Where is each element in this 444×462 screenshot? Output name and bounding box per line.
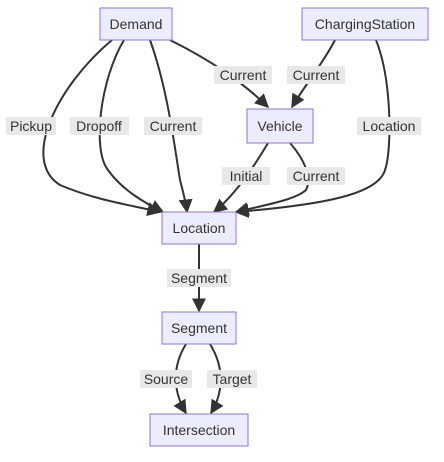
node-demand-label: Demand [110, 16, 163, 32]
edge-label-pickup: Pickup [6, 117, 56, 135]
edge-label-charging-vehicle-current: Current [287, 66, 345, 84]
node-charging-station[interactable]: ChargingStation [301, 7, 429, 41]
edge-label-segment-text: Segment [171, 270, 227, 286]
node-vehicle[interactable]: Vehicle [246, 108, 314, 144]
edge-label-demand-vehicle-current-text: Current [220, 67, 267, 83]
node-segment[interactable]: Segment [161, 311, 237, 345]
edge-label-source: Source [140, 370, 192, 388]
edge-label-pickup-text: Pickup [10, 118, 52, 134]
node-intersection[interactable]: Intersection [149, 413, 249, 447]
edge-demand-location-dropoff [98, 39, 165, 213]
edge-label-demand-location-current: Current [144, 117, 202, 135]
edge-vehicle-location-current [234, 142, 310, 216]
edge-label-charging-vehicle-current-text: Current [293, 67, 340, 83]
edge-label-initial: Initial [222, 167, 270, 185]
edge-charging-location-location [234, 39, 391, 218]
node-charging-station-label: ChargingStation [315, 16, 415, 32]
edge-demand-location-pickup [42, 39, 162, 216]
edge-label-target-text: Target [213, 371, 252, 387]
node-location-label: Location [173, 220, 226, 236]
node-location[interactable]: Location [161, 211, 237, 245]
edge-label-source-text: Source [144, 371, 189, 387]
edge-label-charging-location: Location [357, 117, 421, 135]
edge-label-vehicle-location-current-text: Current [293, 168, 340, 184]
edge-label-segment: Segment [167, 269, 231, 287]
node-intersection-label: Intersection [163, 422, 235, 438]
node-segment-label: Segment [171, 320, 227, 336]
edge-label-demand-vehicle-current: Current [214, 66, 272, 84]
edge-label-initial-text: Initial [230, 168, 263, 184]
node-vehicle-label: Vehicle [257, 118, 302, 134]
edge-demand-location-current [149, 39, 193, 214]
edge-label-dropoff-text: Dropoff [76, 118, 122, 134]
edge-label-vehicle-location-current: Current [287, 167, 345, 185]
node-demand[interactable]: Demand [99, 7, 173, 41]
edge-label-demand-location-current-text: Current [150, 118, 197, 134]
edge-label-charging-location-text: Location [363, 118, 416, 134]
edge-label-dropoff: Dropoff [70, 117, 129, 135]
edge-label-target: Target [207, 370, 257, 388]
